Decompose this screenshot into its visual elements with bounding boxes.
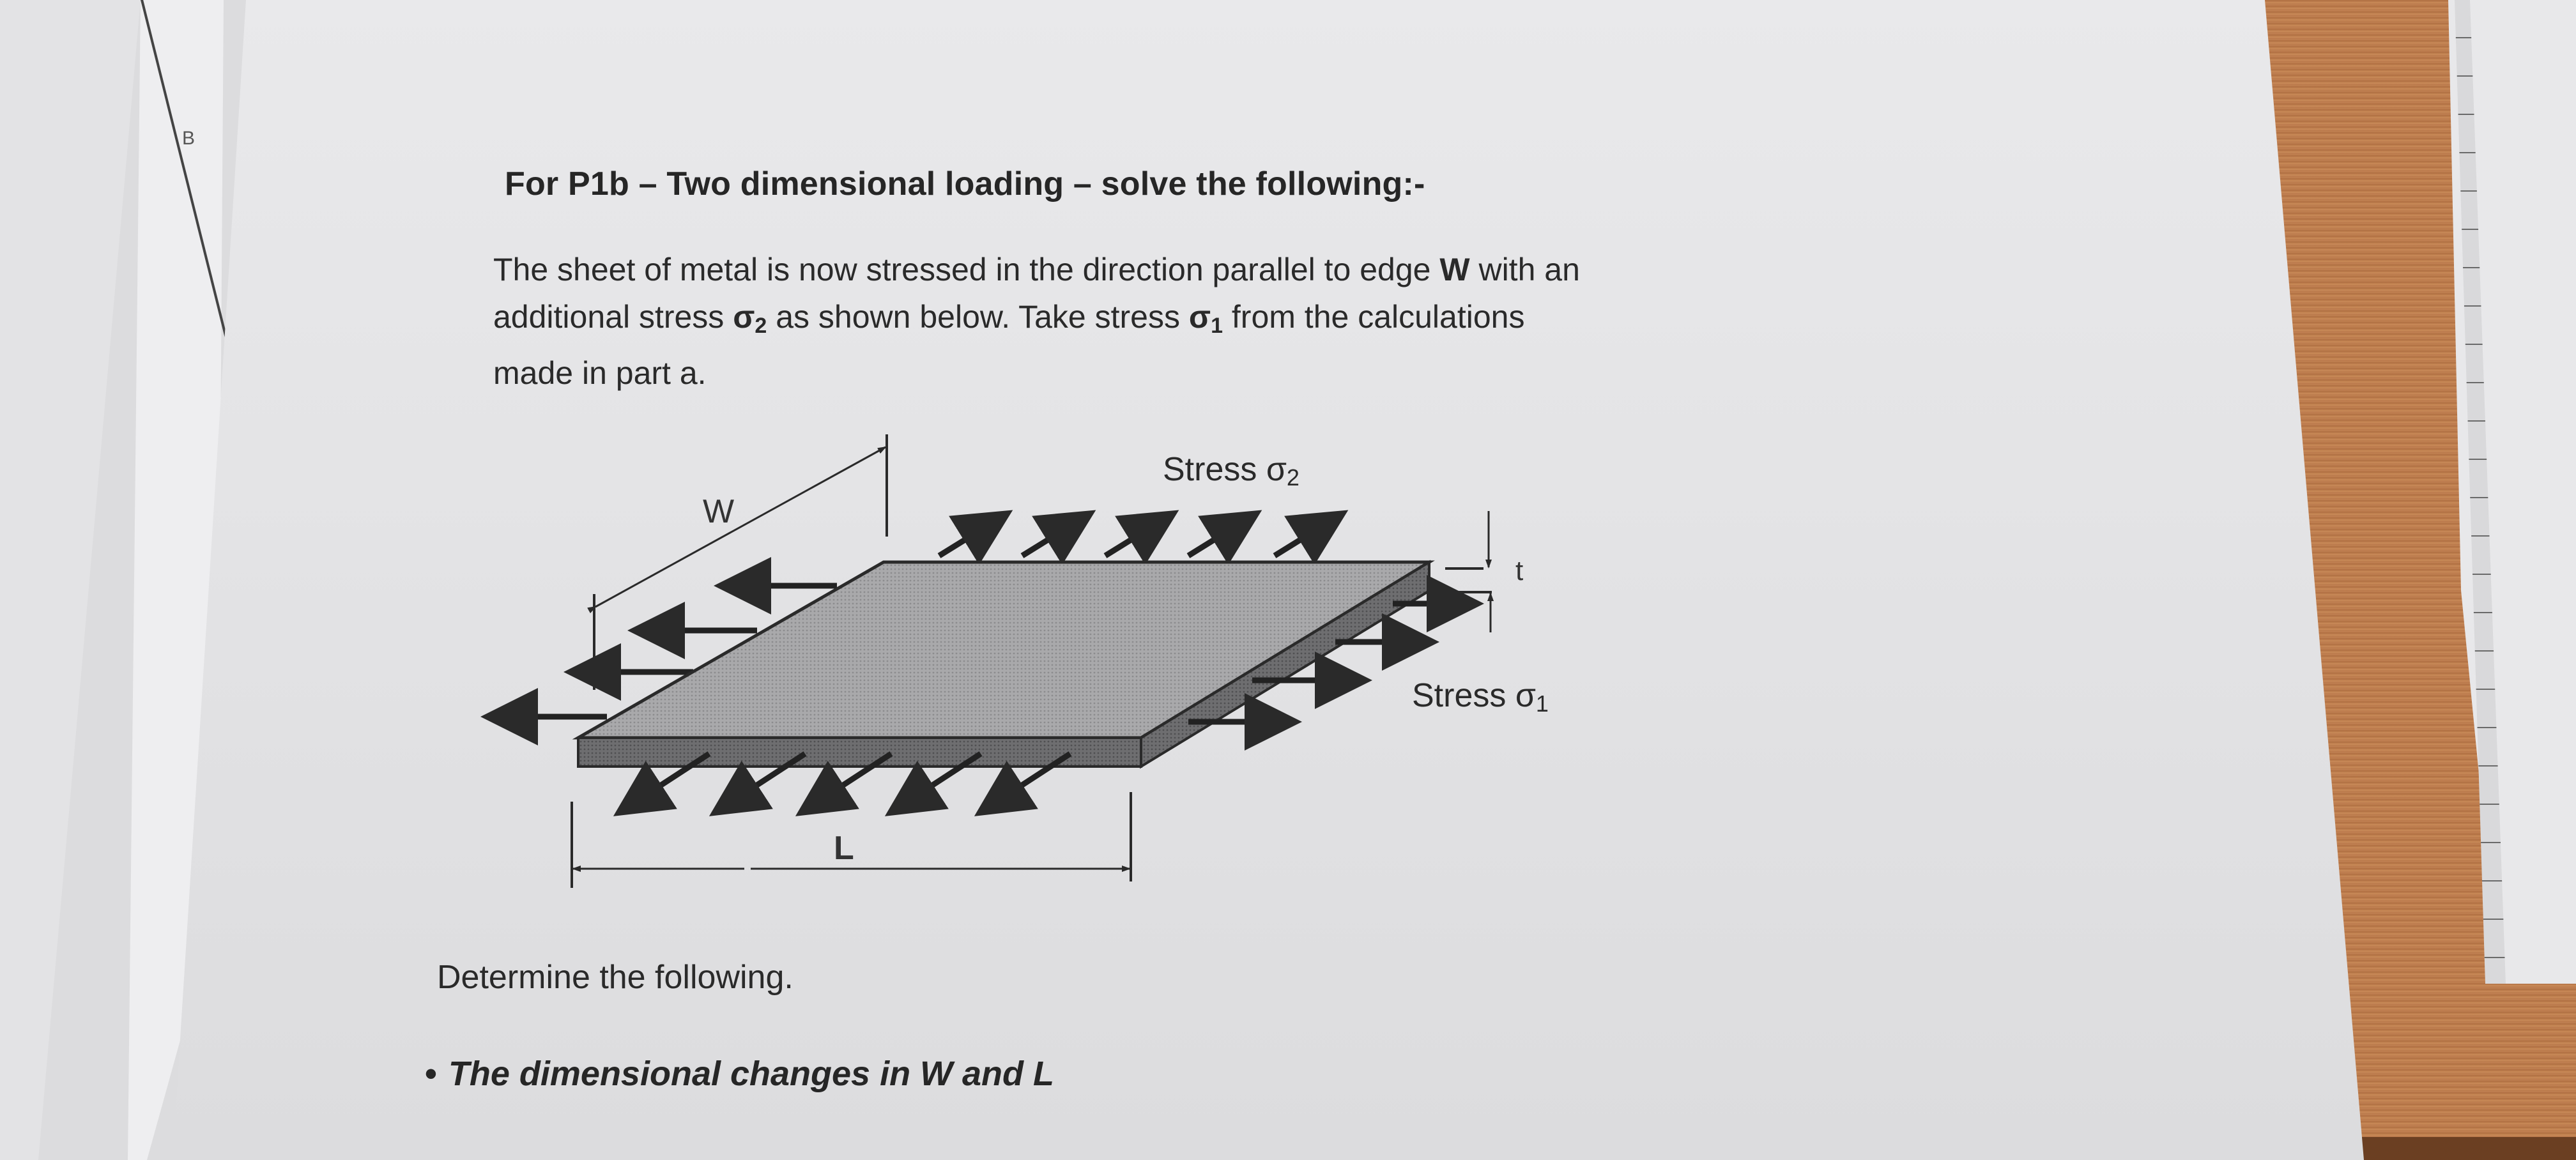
question-heading: For P1b – Two dimensional loading – solv…: [505, 165, 1425, 202]
body-text-segment: from the calculations: [1223, 299, 1525, 335]
determine-instruction: Determine the following.: [437, 959, 793, 996]
stress-sigma2-label: Stress σ2: [1163, 451, 1300, 491]
stress-sigma1-label: Stress σ1: [1412, 677, 1549, 717]
bullet-item: • The dimensional changes in W and L: [425, 1054, 1054, 1094]
body-text-segment: with an: [1469, 252, 1580, 287]
thickness-dimension: [1445, 511, 1494, 632]
stress-sigma1-arrows-left: [480, 557, 837, 745]
thickness-label: t: [1515, 555, 1523, 586]
page-marker: B: [182, 128, 195, 149]
body-text-segment: as shown below. Take stress: [767, 299, 1189, 335]
width-label: W: [703, 493, 734, 530]
body-line-3: made in part a.: [493, 355, 707, 391]
stress-sigma1-arrows-right: [1188, 575, 1484, 751]
body-line-2: additional stress σ2 as shown below. Tak…: [493, 293, 1835, 349]
body-line-1: The sheet of metal is now stressed in th…: [493, 246, 1835, 293]
bullet-marker: •: [425, 1055, 437, 1093]
body-text-segment: additional stress: [493, 299, 733, 335]
bullet-text: The dimensional changes in W and L: [448, 1055, 1055, 1093]
question-body: The sheet of metal is now stressed in th…: [493, 246, 1835, 397]
stress-sigma2-arrows-front: [613, 751, 1072, 816]
body-text-segment: The sheet of metal is now stressed in th…: [493, 252, 1440, 287]
edge-w-emphasis: W: [1439, 252, 1470, 287]
length-label: L: [834, 830, 854, 867]
sigma2-symbol: σ2: [733, 299, 767, 338]
stress-sigma2-arrows-back: [937, 510, 1349, 565]
length-dimension: [571, 792, 1132, 888]
sigma1-symbol: σ1: [1188, 299, 1223, 338]
